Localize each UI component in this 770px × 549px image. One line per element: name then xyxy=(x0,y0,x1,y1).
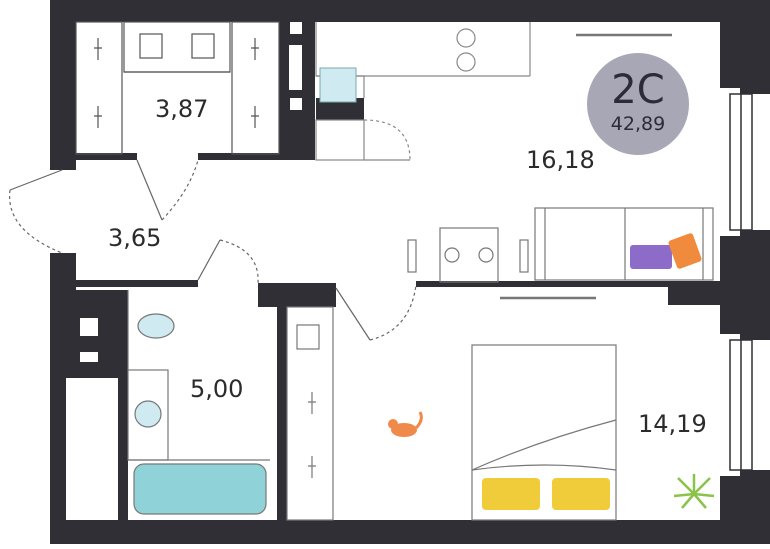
windows xyxy=(729,93,753,471)
dining-table xyxy=(407,227,529,283)
right-top-wall xyxy=(720,0,770,88)
sofa xyxy=(534,207,714,281)
bathroom-top-wall xyxy=(66,280,198,287)
kitchen-sink xyxy=(319,67,357,103)
divider-wall-left xyxy=(258,283,336,307)
top-wall xyxy=(50,0,770,22)
room-area-kitchen-living: 16,18 xyxy=(526,146,595,174)
room-area-bedroom: 14,19 xyxy=(638,410,707,438)
bedroom-wardrobe xyxy=(286,306,334,521)
cushion-purple xyxy=(630,245,672,269)
apartment-total-area: 42,89 xyxy=(610,113,666,135)
divider-wall-right xyxy=(416,281,720,287)
right-bottom-wall xyxy=(720,476,770,544)
room-area-bathroom: 5,00 xyxy=(190,375,244,403)
bathroom-fixtures xyxy=(127,290,270,461)
pillow-left xyxy=(482,478,540,510)
apartment-badge: 2С 42,89 xyxy=(587,53,689,155)
toilet xyxy=(137,313,175,339)
cushion-orange xyxy=(668,233,702,269)
cat-icon xyxy=(388,411,423,437)
bed xyxy=(471,344,617,521)
left-upper-wall xyxy=(50,0,76,170)
bathroom-sink xyxy=(134,400,162,428)
plant-icon xyxy=(673,474,715,509)
entrance-door xyxy=(9,159,417,341)
apartment-type: 2С xyxy=(611,67,665,113)
pillow-right xyxy=(552,478,610,510)
right-mid-wall xyxy=(720,236,770,334)
bottom-wall xyxy=(50,520,770,544)
room-area-hallway: 3,65 xyxy=(108,224,162,252)
wardrobe-furniture xyxy=(75,21,280,155)
room-area-wardrobe: 3,87 xyxy=(155,95,209,123)
bathtub xyxy=(133,463,267,515)
bathroom-right-wall xyxy=(277,290,287,520)
